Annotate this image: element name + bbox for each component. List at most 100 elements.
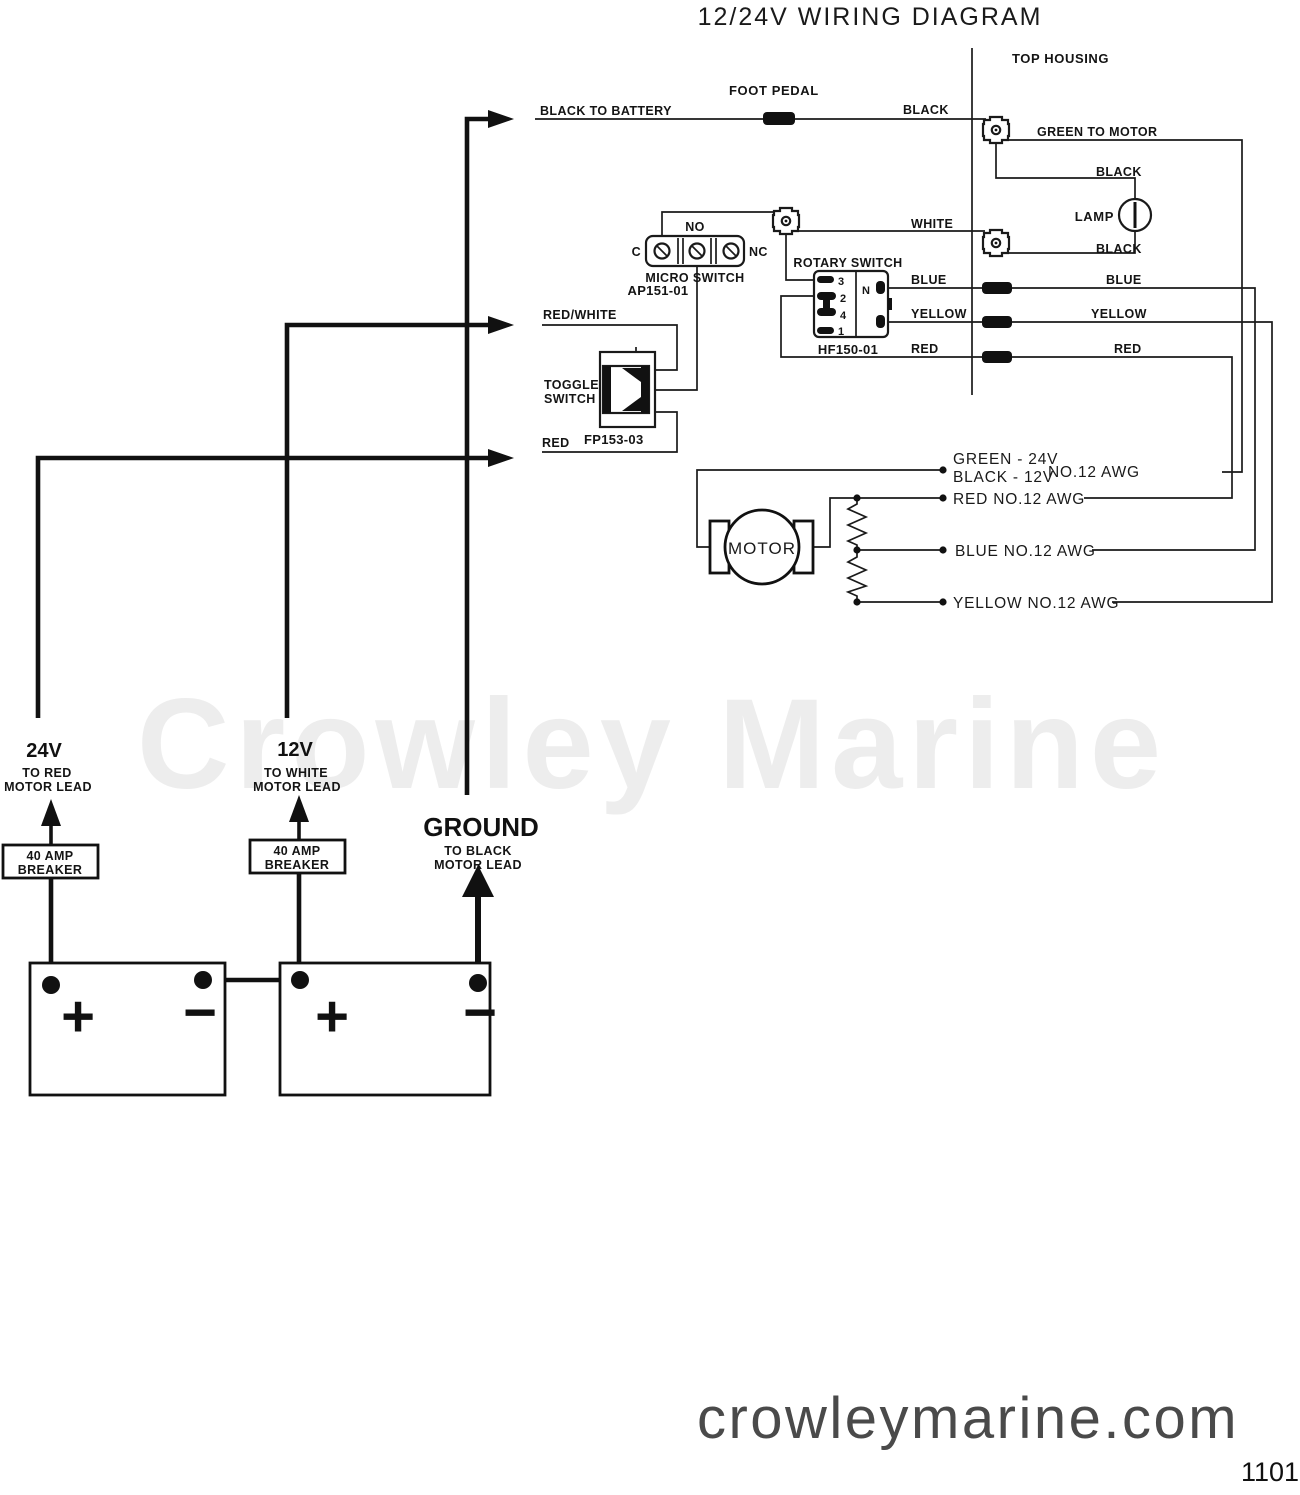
rotary-pad [817, 327, 834, 334]
breaker2-label-line2: BREAKER [265, 858, 330, 872]
micro-switch-part-number: AP151-01 [628, 283, 689, 298]
rotary-switch: 3 2 4 1 N ROTARY SWITCH HF150-01 [793, 256, 902, 357]
breaker1-label-line2: BREAKER [18, 863, 83, 877]
screw-icon [688, 242, 706, 260]
bullet-connector-icon [982, 351, 1012, 363]
resistor-icon [845, 550, 869, 602]
rotary-pad [876, 281, 885, 294]
lead-black-12v-label: BLACK - 12V [953, 469, 1054, 486]
arrow-right-icon [488, 110, 514, 128]
wire-micro-no-to-toggle [651, 259, 698, 391]
red-white-wire-label: RED/WHITE [543, 308, 617, 322]
breaker1-label-line1: 40 AMP [26, 849, 73, 863]
wire-lamp-top [995, 142, 1136, 200]
12v-sub-label-line2: MOTOR LEAD [253, 780, 341, 794]
wire-blue-right [1012, 287, 1256, 551]
green-to-motor-label: GREEN TO MOTOR [1037, 125, 1157, 139]
rotary-pad [817, 308, 836, 316]
wires [535, 48, 1273, 603]
toggle-switch: TOGGLE SWITCH FP153-03 [544, 347, 657, 447]
bus-black-to-battery [464, 116, 490, 795]
12v-label: 12V [277, 739, 313, 761]
lead-gauge-label: NO.12 AWG [1048, 464, 1140, 481]
wire-connector-to-rotary-pin3 [785, 233, 820, 281]
toggle-switch-label-line1: TOGGLE [544, 378, 599, 392]
resistor-icon [845, 498, 869, 550]
rotary-pin-4: 4 [840, 310, 847, 322]
battery-1: + − [28, 961, 227, 1097]
plug-connector-icon [981, 228, 1011, 258]
wire-toggle-to-red [542, 411, 678, 453]
arrow-up-icon [462, 865, 494, 897]
arrow-right-icon [488, 316, 514, 334]
wire-green-to-motor [1008, 139, 1243, 473]
rotary-tab [888, 298, 892, 310]
lead-green-24v-label: GREEN - 24V [953, 451, 1058, 468]
lamp-label: LAMP [1075, 209, 1114, 224]
motor: MOTOR [708, 508, 815, 586]
foot-pedal-label: FOOT PEDAL [729, 83, 819, 98]
junction-dot [853, 546, 861, 554]
battery-terminal [469, 974, 487, 992]
micro-switch-label: MICRO SWITCH [645, 271, 744, 285]
breaker2-label-line1: 40 AMP [273, 844, 320, 858]
bus-red [35, 455, 490, 718]
battery1-positive-sign: + [61, 984, 95, 1049]
blue-wire-label: BLUE [1106, 273, 1142, 287]
junction-dot [853, 598, 861, 606]
plug-connector-icon [771, 206, 801, 236]
lead-dot-green-black [939, 466, 947, 474]
yellow-wire-label: YELLOW [911, 307, 967, 321]
rotary-pad [876, 315, 885, 328]
rotary-pin-3: 3 [838, 276, 844, 288]
24v-label: 24V [26, 740, 62, 762]
bullet-connector-icon [763, 112, 795, 125]
battery1-negative-sign: − [183, 980, 217, 1045]
black-wire-label: BLACK [1096, 165, 1142, 179]
micro-no-label: NO [685, 220, 705, 234]
junction-dot [853, 494, 861, 502]
rotary-switch-label: ROTARY SWITCH [793, 256, 902, 270]
micro-c-label: C [632, 245, 641, 259]
lead-yellow-label: YELLOW NO.12 AWG [953, 595, 1119, 612]
motor-body [723, 508, 801, 586]
screw-icon [653, 242, 671, 260]
red-wire-label: RED [1114, 342, 1142, 356]
page-number: 1101 [1241, 1457, 1299, 1487]
rotary-switch-part-number: HF150-01 [818, 342, 878, 357]
wire-rotary-pin2-to-red [780, 295, 982, 358]
battery-terminal [42, 976, 60, 994]
lead-dot-yellow [939, 598, 947, 606]
connectors [763, 112, 1012, 363]
24v-sub-label-line2: MOTOR LEAD [4, 780, 92, 794]
wire-lamp-bottom [1008, 230, 1136, 254]
black-to-battery-label: BLACK TO BATTERY [540, 104, 672, 118]
arrow-up-icon [41, 799, 61, 826]
wire-red-white-to-toggle [542, 324, 678, 371]
battery-2: + − [278, 961, 497, 1097]
watermark-text: Crowley Marine [137, 673, 1167, 816]
micro-switch: NO C NC MICRO SWITCH AP151-01 [628, 220, 768, 298]
rotary-pin-1: 1 [838, 326, 844, 338]
red-wire-label: RED [911, 342, 939, 356]
lead-dot-red [939, 494, 947, 502]
white-wire-label: WHITE [911, 217, 953, 231]
arrow-up-icon [289, 795, 309, 822]
resistor-divider [845, 494, 869, 606]
ground-label: GROUND [423, 812, 539, 842]
red-wire-label: RED [542, 436, 570, 450]
top-housing-label: TOP HOUSING [1012, 51, 1109, 66]
battery-terminal [194, 971, 212, 989]
battery2-positive-sign: + [315, 984, 349, 1049]
wire-yellow-right [1012, 321, 1273, 603]
rotary-pad-bridge [823, 296, 830, 314]
diagram-title: 12/24V WIRING DIAGRAM [698, 3, 1043, 31]
website-text: crowleymarine.com [697, 1386, 1239, 1451]
bullet-connector-icon [982, 316, 1012, 328]
labels: TOP HOUSING FOOT PEDAL BLACK TO BATTERY … [4, 51, 1157, 872]
ground-sub-label-line2: MOTOR LEAD [434, 858, 522, 872]
micro-nc-label: NC [749, 245, 768, 259]
lead-red-label: RED NO.12 AWG [953, 491, 1085, 508]
rotary-pad [817, 276, 834, 283]
